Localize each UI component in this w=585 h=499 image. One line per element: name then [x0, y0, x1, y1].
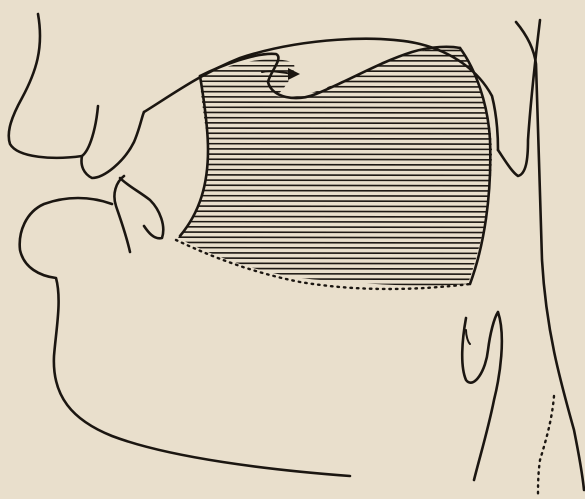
hatch-line [170, 144, 500, 145]
hatch-line [170, 284, 500, 285]
hatch-line [170, 196, 500, 197]
hatch-line [170, 97, 500, 98]
epiglottis-outline [462, 312, 502, 480]
hatch-line [170, 102, 500, 103]
hatch-line [170, 71, 500, 72]
hatch-line [170, 248, 500, 249]
hatch-line [170, 185, 500, 186]
hatch-line [170, 175, 500, 176]
hatch-line [170, 60, 500, 61]
lower-teeth-outline [114, 176, 130, 252]
nose-outline [9, 14, 98, 158]
hatch-line [170, 180, 500, 181]
hatch-line [170, 222, 500, 223]
hatch-line [170, 216, 500, 217]
hatch-line [170, 92, 500, 93]
hatch-line [170, 170, 500, 171]
hatch-line [170, 118, 500, 119]
hatch-line [170, 227, 500, 228]
hatch-line [170, 268, 500, 269]
hatch-line [170, 289, 500, 290]
epiglottis-tick [466, 330, 470, 344]
hatch-line [170, 242, 500, 243]
hatch-line [170, 149, 500, 150]
hatch-line [170, 133, 500, 134]
hatch-line [170, 50, 500, 51]
lower-lip-chin-outline [20, 198, 350, 476]
hatch-line [170, 263, 500, 264]
hatch-line [170, 164, 500, 165]
arrow-right-icon [262, 68, 300, 80]
hatch-line [170, 81, 500, 82]
hatch-line [170, 123, 500, 124]
hatch-line [170, 159, 500, 160]
hatch-line [170, 206, 500, 207]
hatch-line [170, 274, 500, 275]
pharynx-wall-outline [516, 22, 584, 490]
hatch-line [170, 107, 500, 108]
hatch-line [170, 128, 500, 129]
upper-lip-outline [81, 112, 144, 178]
hatch-line [170, 190, 500, 191]
velum-outline [498, 20, 540, 176]
hatch-line [170, 279, 500, 280]
hatch-line [170, 232, 500, 233]
dotted-trachea-line [538, 396, 554, 496]
hatch-line [170, 112, 500, 113]
hatch-line [170, 211, 500, 212]
upper-teeth-outline [120, 178, 163, 238]
tongue-surface-outline [200, 47, 460, 98]
hatch-line [170, 201, 500, 202]
hatch-line [170, 138, 500, 139]
hatch-line [170, 154, 500, 155]
hatch-line [170, 237, 500, 238]
hatch-line [170, 76, 500, 77]
hatch-line [170, 253, 500, 254]
